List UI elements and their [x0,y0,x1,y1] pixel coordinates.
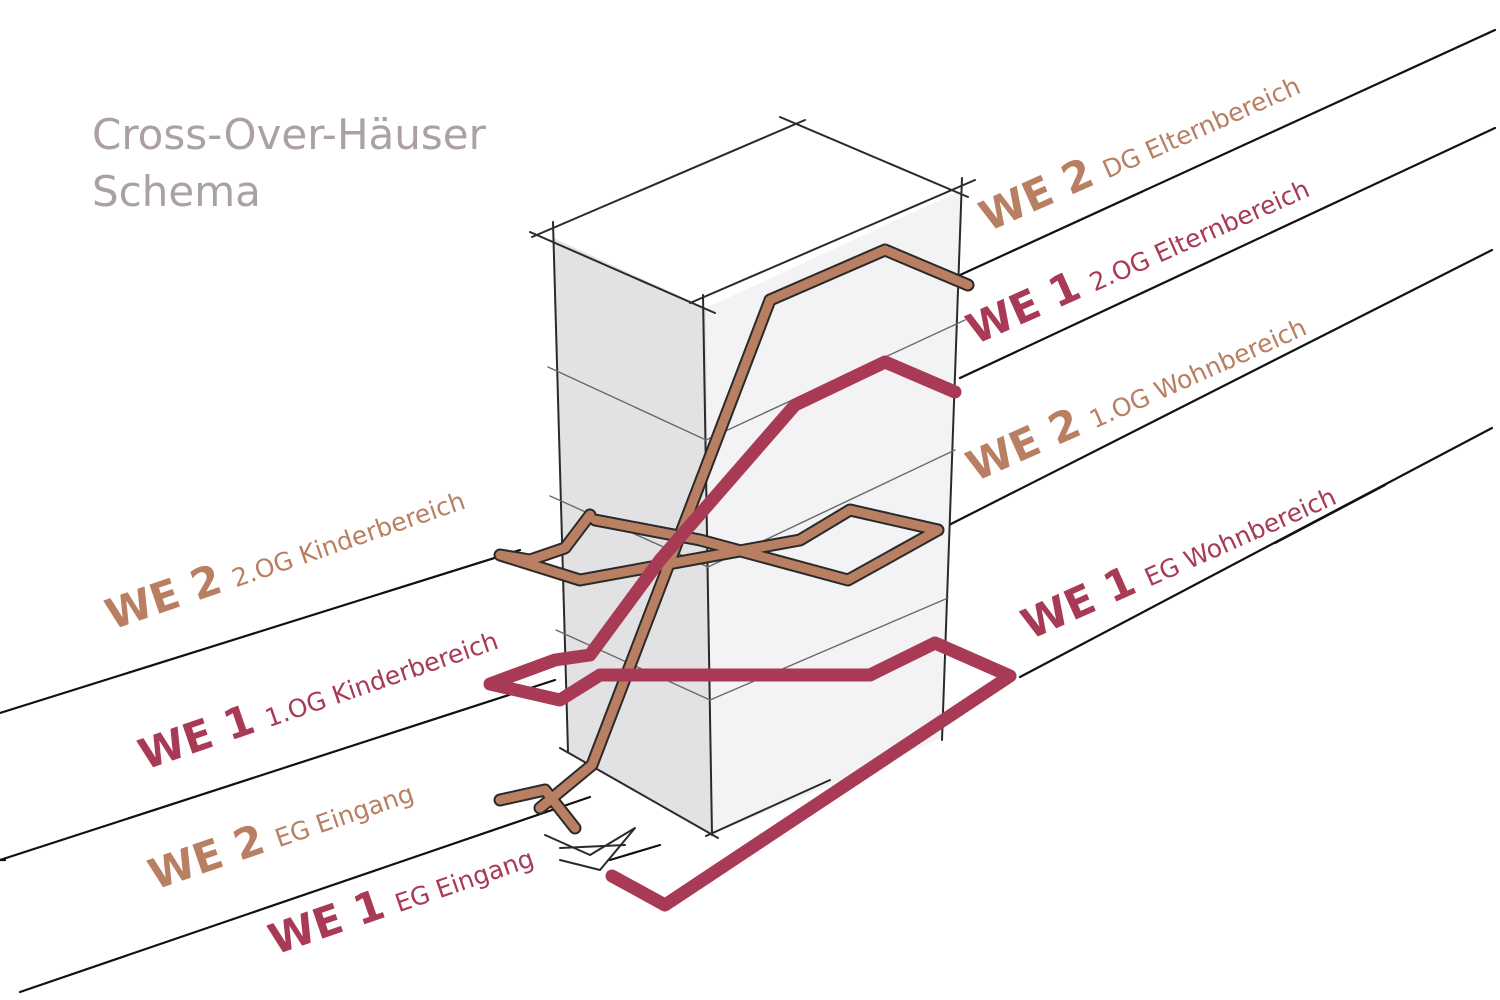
building-top-edge-2 [779,116,969,198]
we1-route-path [483,355,1017,912]
plot-line-6 [0,548,522,715]
title-line-2: Schema [92,167,261,216]
diagram-title: Cross-Over-Häuser Schema [92,110,487,216]
label-area: 2.OG Elternbereich [1085,174,1314,297]
plot-line-9 [608,843,662,862]
label-we1-1og-kinderbereich: WE 11.OG Kinderbereich [132,611,503,780]
label-unit: WE 2 [959,398,1088,491]
floor-line-front-1 [547,366,707,441]
plot-line-3 [943,248,1494,529]
title-line-1: Cross-Over-Häuser [92,110,487,159]
label-we1-eg-wohnbereich: WE 1EG Wohnbereich [1014,467,1342,649]
label-unit: WE 2 [99,554,227,639]
label-we2-eg-eingang: WE 2EG Eingang [142,763,418,899]
label-area: 1.OG Wohnbereich [1085,313,1311,435]
label-we1-eg-eingang: WE 1EG Eingang [262,828,538,964]
label-unit: WE 1 [132,694,260,779]
we2-route [493,243,975,835]
plot-line-4 [1018,426,1494,679]
entrance-mark-2 [559,844,626,849]
plot-line-2 [958,126,1497,380]
label-unit: WE 1 [1014,556,1143,649]
plot-line-1 [958,28,1497,277]
entrance-mark-1 [544,827,636,871]
building-base-side [705,779,831,837]
building-corner-mid [702,294,713,836]
building-block [529,116,976,839]
label-area: EG Eingang [271,779,417,854]
label-area: DG Elternbereich [1098,71,1304,184]
plot-lines [0,28,1497,994]
we2-route-fill [495,245,973,833]
label-unit: WE 2 [972,148,1101,241]
plot-line-5 [1273,483,1387,545]
building-top-edge-1 [531,119,806,238]
plot-line-7 [0,678,557,862]
floor-line-side-3 [709,597,949,701]
building-top-edge-4 [689,179,976,304]
building-top-edge-3 [529,231,716,314]
label-unit: WE 1 [262,879,390,964]
label-area: EG Eingang [391,844,537,919]
label-unit: WE 2 [142,814,270,899]
entrance-sketch [544,827,636,871]
we1-route [483,355,1017,912]
label-we2-2og-kinderbereich: WE 22.OG Kinderbereich [99,471,470,640]
label-unit: WE 1 [959,261,1088,354]
label-area: 1.OG Kinderbereich [261,626,502,733]
label-area: EG Wohnbereich [1140,482,1340,592]
plot-line-8 [18,795,592,994]
